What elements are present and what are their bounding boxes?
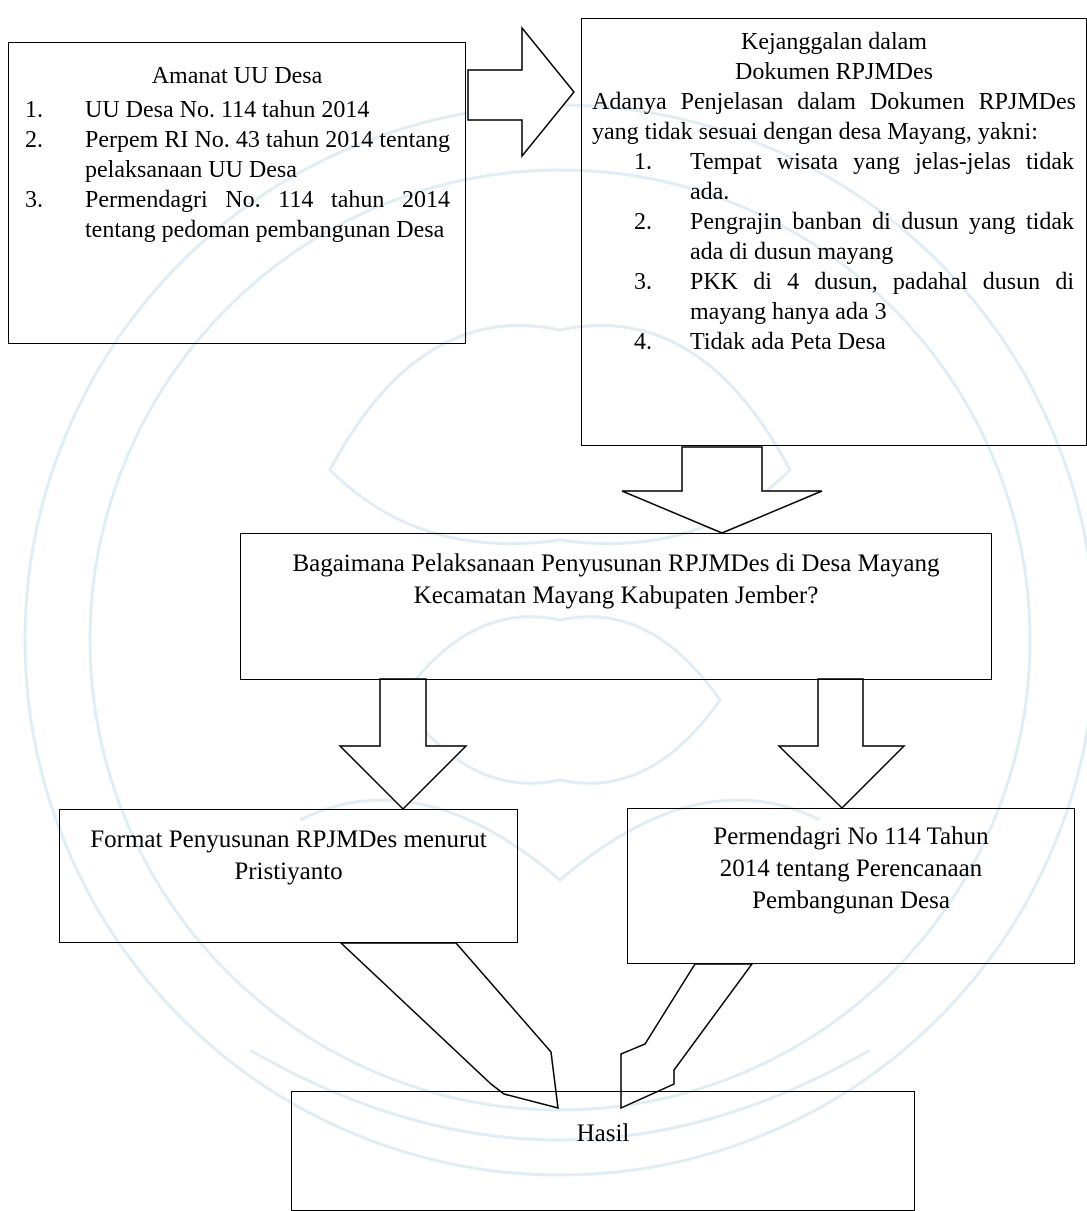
list-item: 4. Tidak ada Peta Desa: [634, 327, 1074, 357]
list-number: 3.: [634, 269, 652, 295]
research-question-text: Bagaimana Pelaksanaan Penyusunan RPJMDes…: [292, 550, 940, 609]
kejanggalan-box: Kejanggalan dalam Dokumen RPJMDes Adanya…: [581, 18, 1087, 446]
list-text: Tempat wisata yang jelas-jelas tidak ada…: [690, 149, 1074, 205]
list-item: 2. Pengrajin banban di dusun yang tidak a…: [634, 207, 1074, 267]
amanat-uu-desa-box: Amanat UU Desa 1. UU Desa No. 114 tahun 2…: [8, 42, 466, 344]
list-text: Permendagri No. 114 tahun 2014 tentang p…: [85, 187, 450, 243]
list-text: Pengrajin banban di dusun yang tidak ada…: [690, 209, 1074, 265]
hasil-text: Hasil: [576, 1120, 630, 1147]
permendagri-text: Permendagri No 114 Tahun 2014 tentang Pe…: [713, 823, 989, 914]
list-number: 1.: [634, 149, 652, 175]
format-penyusunan-box: Format Penyusunan RPJMDes menurut Pristi…: [59, 809, 518, 943]
format-penyusunan-text: Format Penyusunan RPJMDes menurut Pristi…: [90, 826, 487, 885]
list-text: PKK di 4 dusun, padahal dusun di mayang …: [690, 269, 1074, 325]
list-number: 3.: [25, 187, 43, 213]
list-number: 1.: [25, 97, 43, 123]
arrow-kejanggalan-to-question: [621, 446, 823, 534]
arrow-question-to-permendagri: [777, 678, 906, 810]
list-item: 3. PKK di 4 dusun, padahal dusun di mayan…: [634, 267, 1074, 327]
arrow-question-to-format: [338, 678, 468, 811]
list-text: Tidak ada Peta Desa: [690, 329, 886, 355]
list-text: UU Desa No. 114 tahun 2014: [85, 97, 370, 123]
permendagri-box: Permendagri No 114 Tahun 2014 tentang Pe…: [627, 808, 1075, 964]
list-number: 2.: [25, 127, 43, 153]
research-question-box: Bagaimana Pelaksanaan Penyusunan RPJMDes…: [240, 533, 992, 680]
kejanggalan-intro: Adanya Penjelasan dalam Dokumen RPJMDes …: [592, 89, 1076, 145]
kejanggalan-list: 1. Tempat wisata yang jelas-jelas tidak a…: [634, 147, 1074, 357]
kejanggalan-title: Kejanggalan dalam Dokumen RPJMDes: [734, 29, 933, 85]
arrow-permendagri-to-hasil: [620, 963, 754, 1110]
hasil-box: Hasil: [291, 1091, 915, 1211]
list-item: 1. Tempat wisata yang jelas-jelas tidak a…: [634, 147, 1074, 207]
amanat-list: 1. UU Desa No. 114 tahun 2014 2. Perpem RI…: [25, 95, 465, 245]
amanat-title: Amanat UU Desa: [151, 63, 323, 89]
list-item: 3. Permendagri No. 114 tahun 2014 tentang…: [25, 185, 450, 245]
arrow-format-to-hasil: [339, 942, 559, 1110]
list-item: 2. Perpem RI No. 43 tahun 2014 tentang pe…: [25, 125, 450, 185]
arrow-amanat-to-kejanggalan: [467, 25, 575, 159]
list-text: Perpem RI No. 43 tahun 2014 tentang pela…: [85, 127, 450, 183]
list-number: 2.: [634, 209, 652, 235]
list-item: 1. UU Desa No. 114 tahun 2014: [25, 95, 450, 125]
list-number: 4.: [634, 329, 652, 355]
